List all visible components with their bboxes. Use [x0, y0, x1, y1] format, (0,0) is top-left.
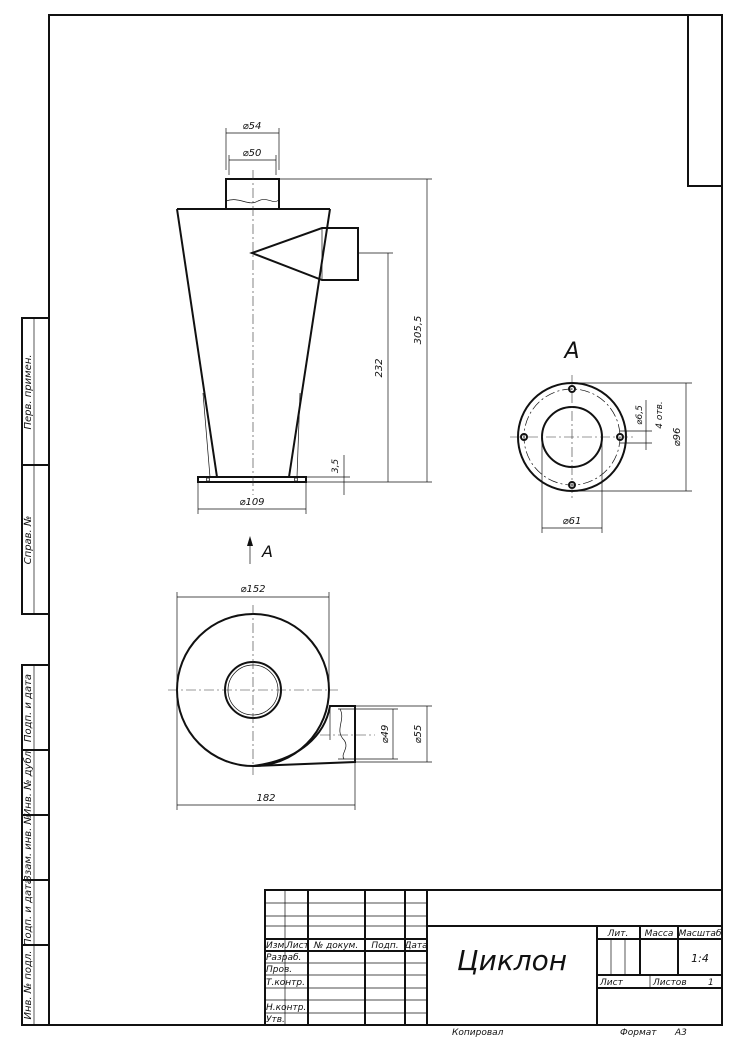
dim-inlet-outer: ⌀55	[413, 725, 424, 744]
sheet-frame	[48, 14, 723, 1026]
dim-total-height: 305,5	[413, 316, 424, 345]
drawing-title: Циклон	[457, 944, 567, 977]
inv-dubl-label: Инв. № дубл.	[22, 748, 34, 816]
inlet-pipe	[249, 227, 359, 281]
vzam-inv-label: Взам. инв. №	[23, 814, 34, 882]
tb-podp: Подп.	[371, 941, 398, 951]
view-a-flange: A ⌀96 ⌀6,5 4 отв. ⌀61	[510, 339, 692, 533]
tb-massa: Масса	[645, 929, 674, 939]
dim-inlet-inner: ⌀49	[380, 725, 391, 744]
tb-masshtab: Масштаб	[679, 929, 722, 939]
dim-flange-inner: ⌀61	[563, 516, 582, 527]
front-view	[176, 170, 359, 495]
dim-flange-hole: ⌀6,5	[635, 405, 645, 425]
dim-hole-count: 4 отв.	[655, 401, 665, 429]
view-arrow-label: A	[261, 542, 273, 561]
tb-scale-value: 1:4	[691, 952, 709, 965]
dim-overall-width: 182	[256, 793, 275, 804]
outlet-break-line	[225, 199, 280, 204]
top-view: A ⌀152 182 ⌀49 ⌀55	[168, 536, 432, 810]
footer-format-value: А3	[674, 1028, 687, 1038]
perv-primen-label: Перв. примен.	[23, 354, 34, 429]
view-a-title: A	[562, 339, 579, 364]
tb-nkontr: Н.контр.	[266, 1003, 306, 1013]
tb-lit: Лит.	[607, 929, 629, 939]
podp-data-label-2: Подп. и дата	[23, 878, 34, 946]
tb-list-label: Лист	[599, 978, 624, 988]
dim-flange-outer: ⌀96	[672, 428, 683, 447]
footer-format-label: Формат	[620, 1028, 657, 1038]
dim-flange-thickness: 3,5	[331, 459, 341, 474]
front-dimensions: ⌀54 ⌀50 305,5 232 3,5 ⌀109	[197, 121, 432, 514]
dim-outlet-outer: ⌀54	[243, 121, 262, 132]
tb-prov: Пров.	[266, 965, 292, 975]
cone-right	[288, 208, 331, 478]
tb-sheet-number: 1	[708, 978, 714, 988]
cone-left	[176, 208, 218, 478]
sprav-no-label: Справ. №	[23, 516, 34, 565]
base-flange	[197, 476, 307, 483]
tb-data: Дата	[403, 941, 427, 951]
tb-doc-no: № докум.	[313, 941, 358, 951]
dim-inlet-height: 232	[374, 358, 385, 377]
tb-utv: Утв.	[266, 1015, 285, 1025]
dim-outlet-inner: ⌀50	[243, 148, 262, 159]
tb-razrab: Разраб.	[266, 953, 301, 963]
outlet-pipe	[225, 178, 280, 210]
side-strip: Перв. примен. Справ. № Подп. и дата Инв.…	[21, 317, 50, 1026]
tb-list: Лист	[285, 941, 310, 951]
tb-izm: Изм.	[266, 941, 287, 951]
tb-tkontr: Т.контр.	[266, 978, 305, 988]
title-block: Изм. Лист № докум. Подп. Дата Разраб. Пр…	[264, 889, 723, 1026]
dim-body-diameter: ⌀152	[240, 584, 265, 595]
footer-kopiroval: Копировал	[452, 1028, 504, 1038]
top-right-box	[687, 14, 723, 187]
tangential-inlet	[252, 705, 356, 767]
tb-listov-label: Листов	[652, 978, 687, 988]
podp-data-label-1: Подп. и дата	[23, 674, 34, 742]
dim-base-diameter: ⌀109	[239, 497, 264, 508]
inv-podl-label: Инв. № подл.	[23, 951, 34, 1020]
